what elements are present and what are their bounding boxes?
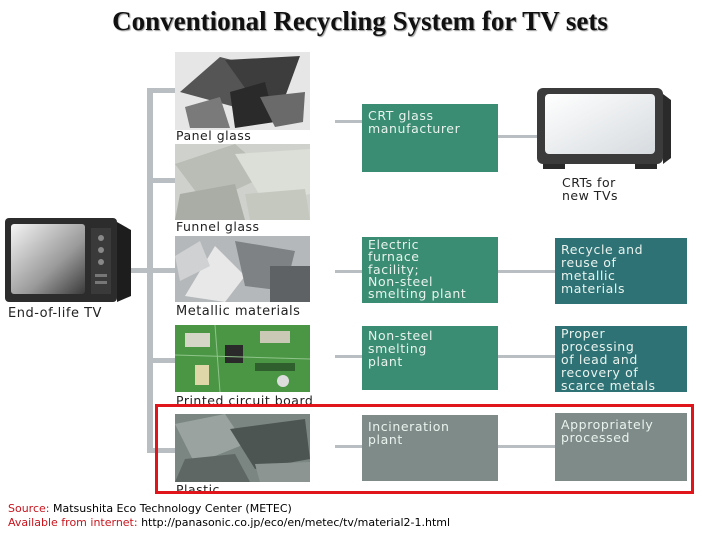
process-box-electric-furnace: Electric furnace facility; Non-steel sme… [362,237,498,303]
metallic-materials-photo [175,236,310,302]
page-title: Conventional Recycling System for TV set… [112,6,608,36]
connector-panel-to-crt [335,120,362,123]
connector-metal-to-furnace [335,270,362,273]
tv-connector-line [130,268,150,273]
circuit-board-photo [175,325,310,392]
panel-glass-photo [175,52,310,130]
outcome-box-proper-processing: Proper processing of lead and recovery o… [555,326,687,392]
process-box-crt-glass: CRT glass manufacturer [362,104,498,172]
connector-crt-to-newtv [498,135,538,138]
outcome-box-appropriately-processed: Appropriately processed [555,413,687,481]
branch-line-plastic [147,448,175,453]
plastic-photo [175,414,310,482]
process-box-incineration: Incineration plant [362,415,498,481]
connector-plastic-to-incineration [335,445,362,448]
metallic-materials-label: Metallic materials [176,304,301,319]
plastic-highlight-frame [155,404,694,494]
branch-line-funnel [147,178,175,183]
funnel-glass-label: Funnel glass [176,219,260,234]
source-citation: Source: Matsushita Eco Technology Center… [8,502,292,515]
connector-incin-to-approp [498,445,555,448]
new-tv-label: CRTs for new TVs [562,175,619,203]
source-url: Available from internet: http://panasoni… [8,516,451,529]
process-box-non-steel: Non-steel smelting plant [362,326,498,390]
new-crt-tv-icon [537,88,671,169]
branch-line-metallic [147,268,175,273]
funnel-glass-photo [175,144,310,220]
connector-pcb-to-smelting [335,355,362,358]
outcome-box-recycle-metal: Recycle and reuse of metallic materials [555,238,687,304]
end-of-life-tv-label: End-of-life TV [8,306,102,321]
panel-glass-label: Panel glass [176,128,252,143]
end-of-life-tv-icon [5,218,131,302]
branch-line-panel [147,88,175,93]
connector-smelting-to-proper [498,355,555,358]
branch-line-pcb [147,358,175,363]
connector-furnace-to-recycle [498,270,555,273]
